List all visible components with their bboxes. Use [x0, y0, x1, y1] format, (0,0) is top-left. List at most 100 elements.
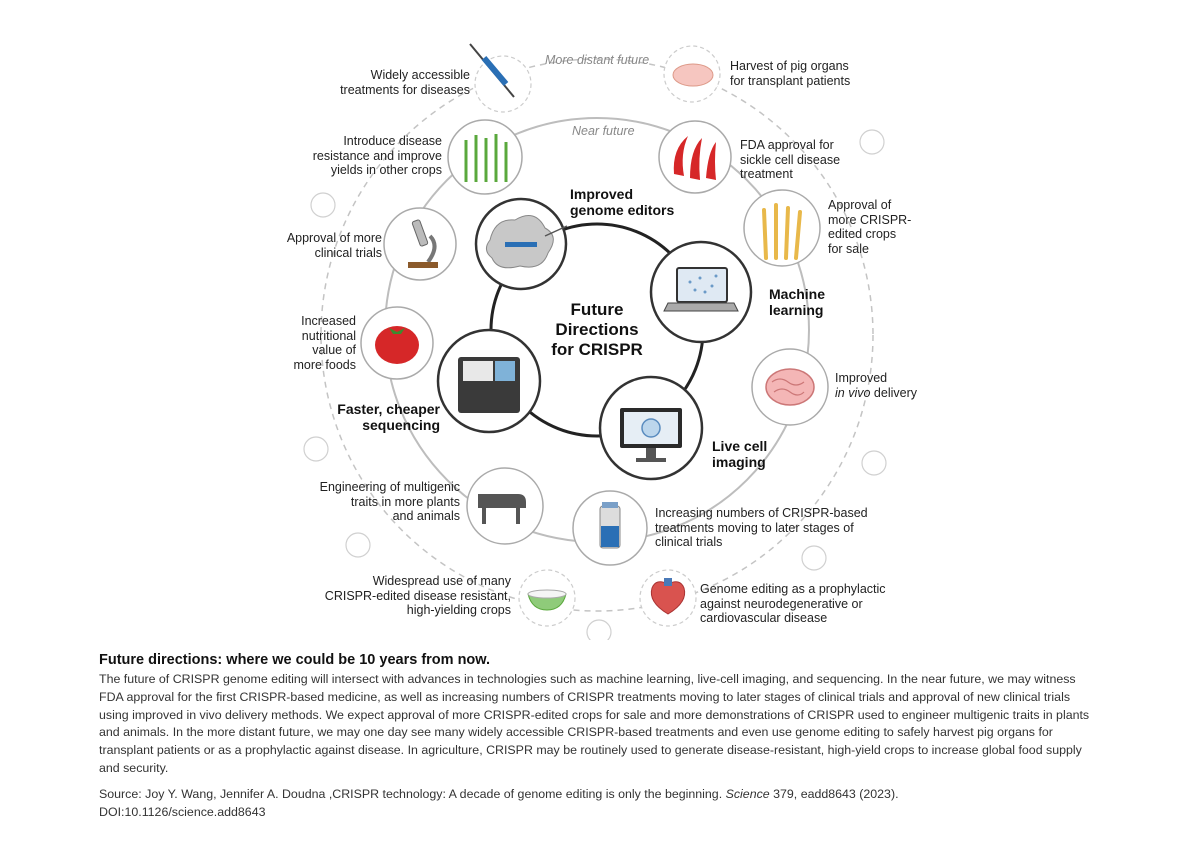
label-genome-editors: Improved genome editors — [570, 186, 674, 218]
label-line: Increasing numbers of CRISPR-based — [655, 506, 868, 520]
placeholder-circle — [345, 532, 371, 558]
ring-label-near: Near future — [572, 124, 635, 138]
center-title-line: Future — [570, 300, 624, 319]
label-live-cell-imaging: Live cell imaging — [712, 438, 767, 470]
label-line: Improved — [835, 371, 888, 385]
source-text: Source: Joy Y. Wang, Jennifer A. Doudna … — [99, 786, 726, 801]
crispr-diagram: More distant future Near future Future D… — [232, 43, 917, 640]
node-later-trials — [572, 490, 648, 566]
node-sequencing — [436, 328, 542, 434]
wheat-icon — [762, 203, 802, 260]
label-pig-organs: Harvest of pig organs for transplant pat… — [730, 59, 850, 88]
crop-plants-icon — [464, 134, 508, 182]
label-span: delivery — [873, 385, 917, 400]
node-treatments — [469, 43, 532, 113]
distant-future-ring — [320, 58, 874, 612]
label-line: learning — [769, 302, 824, 318]
label-line: in vivo delivery — [835, 386, 917, 401]
cell-icon — [641, 418, 661, 438]
microscope-icon — [408, 219, 438, 268]
label-line: genome editors — [570, 202, 675, 218]
label-line: clinical trials — [655, 535, 723, 549]
label-line: clinical trials — [314, 245, 382, 260]
label-line: Improved — [570, 186, 634, 202]
syringe-icon — [469, 43, 515, 98]
label-nutritional: Increased nutritional value of more food… — [250, 314, 356, 372]
label-line: Approval of — [828, 198, 892, 212]
center-title-line: Directions — [555, 320, 639, 339]
bowl-icon — [527, 593, 567, 611]
pig-icon — [672, 63, 714, 87]
label-line: Live cell — [712, 438, 768, 454]
sickle-cell-icon — [673, 136, 716, 180]
label-line: Genome editing as a prophylactic — [700, 582, 886, 596]
label-sequencing: Faster, cheaper sequencing — [300, 401, 440, 433]
label-line: Faster, cheaper — [337, 401, 440, 417]
label-line: nutritional — [301, 328, 356, 343]
label-italic: in vivo — [835, 385, 871, 400]
label-machine-learning: Machine learning — [769, 286, 825, 318]
node-disease-resistance — [447, 119, 523, 195]
placeholder-circle — [586, 619, 612, 640]
label-line: cardiovascular disease — [700, 611, 828, 625]
label-line: Approval of more — [286, 231, 382, 245]
source-journal: Science — [725, 786, 770, 801]
node-machine-learning — [649, 240, 753, 344]
protein-icon — [486, 215, 554, 269]
label-line: traits in more plants — [350, 494, 460, 509]
label-line: imaging — [712, 454, 766, 470]
label-in-vivo: Improved in vivo delivery — [835, 371, 917, 400]
source-citation: 379, eadd8643 (2023). — [769, 786, 899, 801]
label-multigenic: Engineering of multigenic traits in more… — [260, 480, 460, 524]
label-line: value of — [312, 343, 356, 357]
placeholder-circle — [859, 129, 885, 155]
node-widespread-crops — [518, 569, 576, 627]
label-line: treatment — [740, 167, 793, 181]
label-line: yields in other crops — [330, 163, 442, 177]
label-line: Harvest of pig organs — [730, 59, 849, 73]
label-line: treatments for diseases — [340, 82, 470, 97]
label-line: treatments moving to later stages of — [655, 520, 854, 535]
diagram-canvas — [303, 43, 887, 640]
label-clinical-trials: Approval of more clinical trials — [232, 231, 382, 260]
label-line: for sale — [828, 241, 869, 256]
label-line: more foods — [293, 357, 356, 372]
label-line: Introduce disease — [343, 134, 442, 148]
placeholder-circle — [801, 545, 827, 571]
label-disease-resistance: Introduce disease resistance and improve… — [262, 134, 442, 178]
node-crops-for-sale — [743, 189, 821, 267]
label-line: CRISPR-edited disease resistant, — [324, 588, 511, 603]
cow-icon — [478, 494, 526, 524]
label-fda-approval: FDA approval for sickle cell disease tre… — [740, 138, 840, 182]
caption-body: The future of CRISPR genome editing will… — [99, 672, 1090, 775]
label-line: for transplant patients — [730, 73, 851, 88]
label-line: Engineering of multigenic — [319, 480, 460, 494]
caption-title: Future directions: where we could be 10 … — [99, 652, 491, 668]
label-widespread-crops: Widespread use of many CRISPR-edited dis… — [280, 574, 511, 618]
label-line: edited crops — [828, 227, 897, 241]
placeholder-circle — [310, 192, 336, 218]
node-fda-approval — [658, 120, 732, 194]
node-nutritional — [360, 306, 434, 380]
placeholder-circles — [303, 129, 887, 640]
label-line: sequencing — [362, 417, 440, 433]
label-line: resistance and improve — [312, 148, 442, 163]
node-live-cell-imaging — [598, 375, 704, 481]
label-line: more CRISPR- — [828, 212, 912, 227]
node-prophylactic — [639, 569, 697, 627]
label-line: high-yielding crops — [406, 603, 511, 617]
label-crops-for-sale: Approval of more CRISPR- edited crops fo… — [828, 198, 911, 256]
label-line: Increased — [301, 314, 356, 328]
ring-label-distant: More distant future — [545, 53, 650, 67]
label-line: against neurodegenerative or — [700, 596, 863, 611]
source-doi: DOI:10.1126/science.add8643 — [99, 804, 266, 819]
placeholder-circle — [303, 436, 329, 462]
label-later-trials: Increasing numbers of CRISPR-based treat… — [655, 506, 868, 550]
brain-icon — [765, 368, 815, 406]
node-multigenic — [466, 467, 544, 545]
center-title: Future Directions for CRISPR — [522, 300, 672, 360]
label-line: Widely accessible — [370, 68, 470, 82]
label-line: Machine — [769, 286, 826, 302]
label-prophylactic: Genome editing as a prophylactic against… — [700, 582, 886, 626]
label-line: and animals — [392, 509, 460, 523]
